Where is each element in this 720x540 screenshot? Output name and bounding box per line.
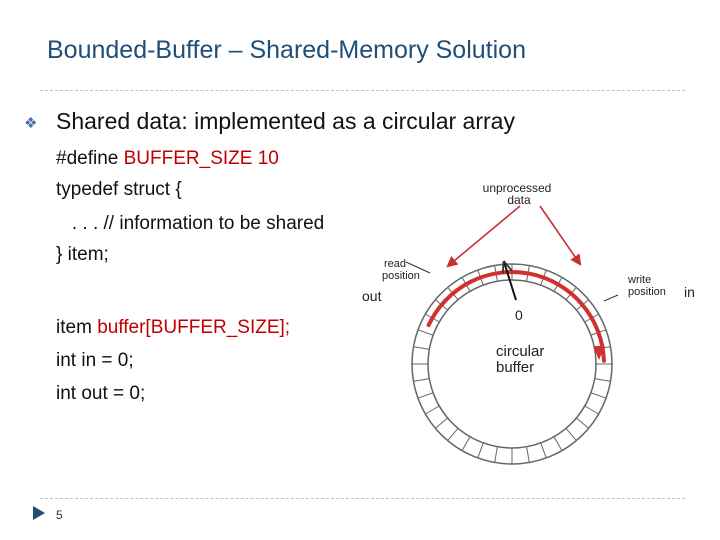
label-write: write (627, 274, 651, 286)
in-label: in (684, 284, 695, 300)
label-read-position: position (382, 270, 420, 282)
label-circular: circular (496, 343, 544, 360)
label-data: data (507, 193, 531, 207)
write-position-leader (604, 295, 618, 301)
unprocessed-pointer-left (448, 206, 520, 266)
footer-arrow-icon (30, 504, 48, 522)
zero-label: 0 (515, 307, 523, 323)
label-write-position: position (628, 286, 666, 298)
footer-divider (40, 498, 685, 499)
out-label: out (362, 288, 382, 304)
label-read: read (384, 258, 406, 270)
page-number: 5 (56, 508, 63, 522)
label-buffer: buffer (496, 359, 534, 376)
unprocessed-pointer-right (540, 206, 580, 264)
